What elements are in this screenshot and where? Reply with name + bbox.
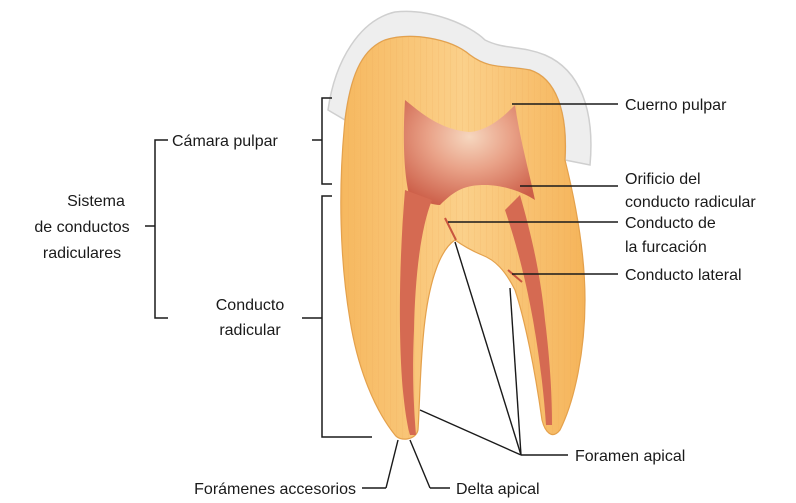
label-delta-apical: Delta apical [456,481,540,498]
label-conducto-lateral: Conducto lateral [625,267,742,284]
label-furcacion-line2: la furcación [625,239,707,256]
label-conducto-radicular-line2: radicular [219,322,281,339]
label-conducto-radicular-line1: Conducto [216,297,285,314]
label-orificio-line2: conducto radicular [625,194,756,211]
label-sistema-line1: Sistema [67,193,125,210]
label-sistema-line2: de conductos [34,219,129,236]
label-foramen-apical: Foramen apical [575,448,685,465]
label-cuerno-pulpar: Cuerno pulpar [625,97,727,114]
label-foramenes-accesorios: Forámenes accesorios [194,481,356,498]
label-camara-pulpar: Cámara pulpar [172,133,279,150]
label-orificio-line1: Orificio del [625,171,701,188]
label-sistema-line3: radiculares [43,245,121,262]
bracket-sistema [145,140,168,318]
label-furcacion-line1: Conducto de [625,215,716,232]
